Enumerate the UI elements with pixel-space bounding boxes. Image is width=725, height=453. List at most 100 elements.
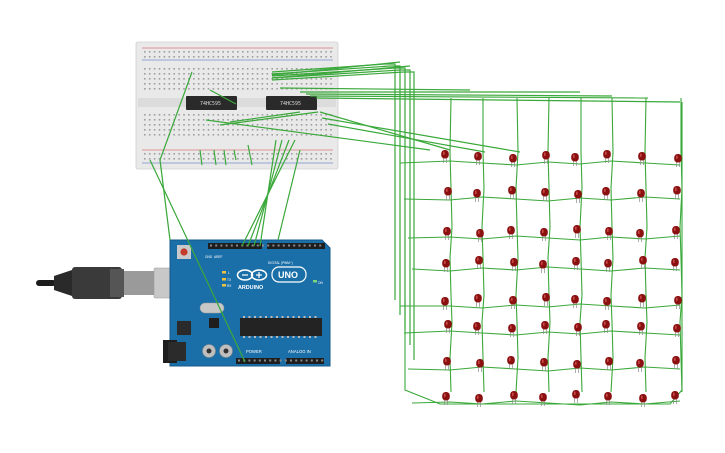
led[interactable] <box>671 391 679 404</box>
jumper-wire[interactable] <box>271 63 396 300</box>
shift-register-chip-1[interactable]: 74HC595 <box>186 96 237 110</box>
led[interactable] <box>510 391 518 404</box>
jumper-wire[interactable] <box>159 71 193 161</box>
led[interactable] <box>573 360 581 373</box>
breadboard[interactable]: 74HC595 74HC595 <box>135 41 339 170</box>
brand-label: ARDUINO <box>238 285 263 291</box>
led[interactable] <box>672 226 680 239</box>
led[interactable] <box>509 154 517 167</box>
jumper-wire[interactable] <box>159 159 171 241</box>
arduino-logo-icon <box>236 269 268 281</box>
jumper-wire[interactable] <box>321 117 521 153</box>
led[interactable] <box>443 357 451 370</box>
jumper-wire[interactable] <box>229 111 301 123</box>
led[interactable] <box>475 394 483 407</box>
jumper-wire[interactable] <box>309 95 649 99</box>
led[interactable] <box>672 356 680 369</box>
reset-button-cap[interactable] <box>180 248 188 256</box>
jumper-wire[interactable] <box>209 89 237 105</box>
led[interactable] <box>539 393 547 406</box>
jumper-wire[interactable] <box>315 97 681 103</box>
led[interactable] <box>442 392 450 405</box>
arduino-uno-board[interactable]: AREF GND DIGITAL (PWM~) ARDUINO UNO L TX… <box>163 239 331 367</box>
led[interactable] <box>574 323 582 336</box>
led[interactable] <box>571 295 579 308</box>
jumper-wire[interactable] <box>247 144 253 166</box>
led[interactable] <box>473 189 481 202</box>
jumper-wire[interactable] <box>279 87 471 91</box>
jumper-wire[interactable] <box>233 149 237 161</box>
jumper-wire[interactable] <box>305 93 613 97</box>
led[interactable] <box>540 358 548 371</box>
led[interactable] <box>444 320 452 333</box>
led[interactable] <box>541 188 549 201</box>
led[interactable] <box>475 256 483 269</box>
led[interactable] <box>636 229 644 242</box>
led[interactable] <box>442 259 450 272</box>
led[interactable] <box>673 324 681 337</box>
led[interactable] <box>441 150 449 163</box>
jumper-wire[interactable] <box>241 139 296 247</box>
led[interactable] <box>638 152 646 165</box>
jumper-wire[interactable] <box>199 149 203 166</box>
led[interactable] <box>542 293 550 306</box>
led[interactable] <box>673 186 681 199</box>
led[interactable] <box>573 225 581 238</box>
led[interactable] <box>602 320 610 333</box>
led[interactable] <box>507 226 515 239</box>
led[interactable] <box>603 297 611 310</box>
led[interactable] <box>636 359 644 372</box>
shift-register-chip-2[interactable]: 74HC595 <box>266 96 317 110</box>
led[interactable] <box>639 394 647 407</box>
led[interactable] <box>674 296 682 309</box>
led[interactable] <box>476 229 484 242</box>
led[interactable] <box>508 186 516 199</box>
led[interactable] <box>509 296 517 309</box>
led[interactable] <box>671 258 679 271</box>
led[interactable] <box>572 257 580 270</box>
led[interactable] <box>473 322 481 335</box>
led[interactable] <box>639 256 647 269</box>
model-label: UNO <box>278 270 298 280</box>
led[interactable] <box>539 260 547 273</box>
led[interactable] <box>508 324 516 337</box>
led[interactable] <box>542 151 550 164</box>
led[interactable] <box>510 258 518 271</box>
led-matrix[interactable] <box>441 150 682 407</box>
led[interactable] <box>602 187 610 200</box>
jumper-wire[interactable] <box>319 111 451 151</box>
led[interactable] <box>443 227 451 240</box>
jumper-wire[interactable] <box>277 149 301 241</box>
led[interactable] <box>674 154 682 167</box>
led[interactable] <box>571 153 579 166</box>
jumper-wire[interactable] <box>149 159 246 363</box>
led[interactable] <box>476 359 484 372</box>
jumper-wire[interactable] <box>223 149 227 166</box>
led[interactable] <box>605 357 613 370</box>
jumper-wire[interactable] <box>205 119 431 151</box>
led[interactable] <box>604 392 612 405</box>
led[interactable] <box>637 189 645 202</box>
led[interactable] <box>441 297 449 310</box>
jumper-wire[interactable] <box>213 149 217 166</box>
led[interactable] <box>507 356 515 369</box>
led[interactable] <box>444 187 452 200</box>
led[interactable] <box>541 321 549 334</box>
jumper-wire[interactable] <box>219 111 319 126</box>
jumper-wires[interactable] <box>149 61 681 363</box>
jumper-wire[interactable] <box>271 69 411 345</box>
led[interactable] <box>574 190 582 203</box>
jumper-wire[interactable] <box>271 71 415 360</box>
jumper-wire[interactable] <box>271 65 401 315</box>
led[interactable] <box>474 294 482 307</box>
led[interactable] <box>638 294 646 307</box>
led[interactable] <box>474 152 482 165</box>
led[interactable] <box>572 390 580 403</box>
led[interactable] <box>603 150 611 163</box>
jumper-wire[interactable] <box>327 123 486 153</box>
led[interactable] <box>604 259 612 272</box>
led[interactable] <box>540 228 548 241</box>
led[interactable] <box>605 227 613 240</box>
led[interactable] <box>637 322 645 335</box>
